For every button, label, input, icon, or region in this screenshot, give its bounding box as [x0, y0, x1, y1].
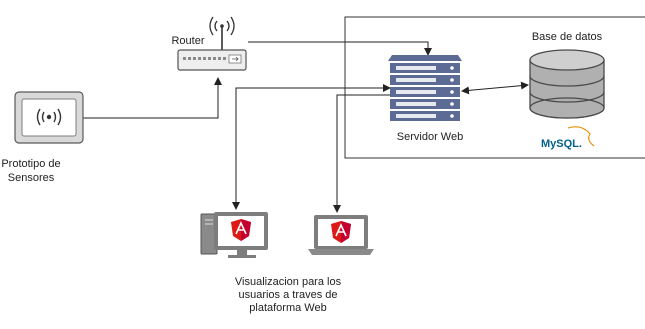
server-rack-icon	[388, 55, 462, 121]
connector-sensor-router	[83, 77, 222, 119]
mysql-logo: MySQL.	[541, 126, 595, 150]
prototype-label: Prototipo de Sensores	[1, 158, 61, 184]
router-label: Router	[171, 35, 205, 47]
server-label: Servidor Web	[396, 131, 464, 143]
router-icon	[177, 16, 247, 71]
visualization-label: Visualizacion para los usuarios a traves…	[234, 276, 342, 314]
connector-server-database	[461, 81, 529, 95]
connector-server-laptop	[336, 94, 390, 209]
database-label: Base de datos	[531, 31, 603, 43]
connectors	[83, 41, 529, 213]
sensor-signal-icon	[14, 91, 84, 144]
connector-server-desktop	[232, 84, 391, 210]
connector-router-server	[248, 41, 432, 56]
laptop-angular-icon	[308, 215, 374, 255]
mysql-logo-text: MySQL.	[541, 138, 582, 150]
desktop-angular-icon	[200, 212, 268, 258]
database-icon	[529, 49, 605, 119]
